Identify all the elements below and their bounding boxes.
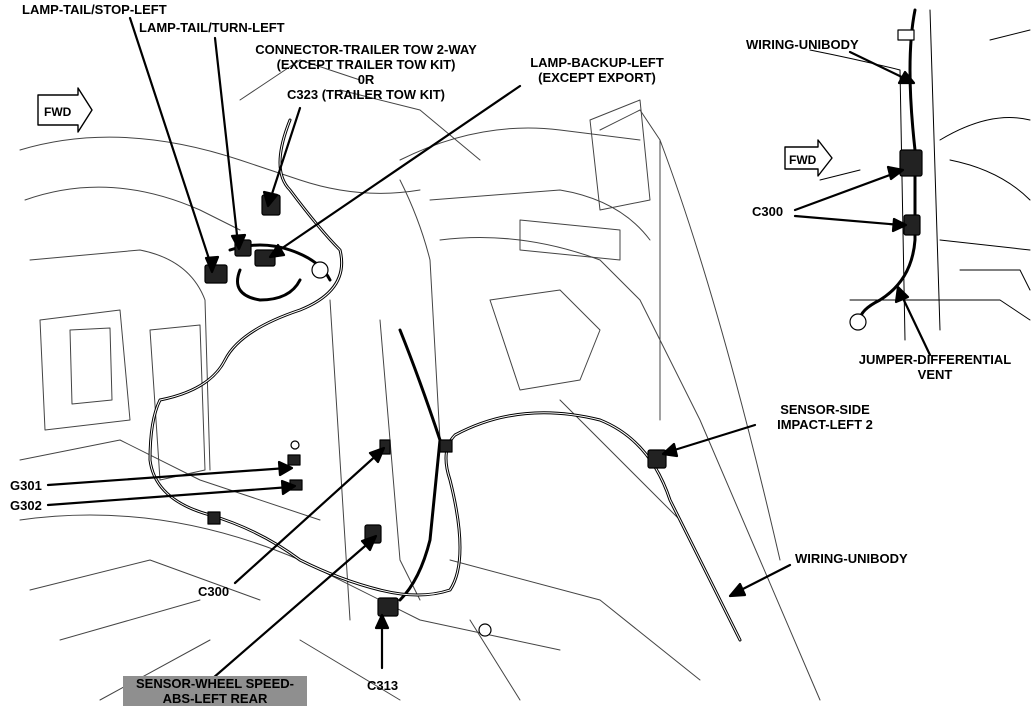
label-connector-trailer-tow: CONNECTOR-TRAILER TOW 2-WAY (EXCEPT TRAI… bbox=[236, 42, 496, 102]
label-line: C323 (TRAILER TOW KIT) bbox=[287, 87, 445, 102]
fwd-arrow-inset bbox=[784, 139, 833, 177]
inset-grommet bbox=[849, 313, 867, 331]
label-sensor-side-impact: SENSOR-SIDE IMPACT-LEFT 2 bbox=[760, 402, 890, 432]
inset-connectors bbox=[897, 29, 923, 236]
connectors-main bbox=[204, 194, 667, 617]
label-wiring-unibody-main: WIRING-UNIBODY bbox=[795, 551, 908, 566]
label-g302: G302 bbox=[10, 498, 42, 513]
label-wiring-unibody-inset: WIRING-UNIBODY bbox=[746, 37, 859, 52]
label-line: 0R bbox=[357, 72, 375, 87]
label-c300-main: C300 bbox=[198, 584, 230, 599]
fwd-label-main: FWD bbox=[44, 105, 72, 119]
label-line: SENSOR-SIDE bbox=[780, 402, 870, 417]
label-g301: G301 bbox=[10, 478, 42, 493]
label-sensor-wheel-speed: SENSOR-WHEEL SPEED- ABS-LEFT REAR bbox=[123, 676, 307, 706]
label-line: ABS-LEFT REAR bbox=[162, 691, 268, 706]
label-line: CONNECTOR-TRAILER TOW 2-WAY bbox=[255, 42, 477, 57]
leader-lines bbox=[46, 16, 932, 687]
fwd-label-inset: FWD bbox=[789, 153, 817, 167]
label-line: LAMP-BACKUP-LEFT bbox=[530, 55, 664, 70]
label-line: IMPACT-LEFT 2 bbox=[777, 417, 873, 432]
label-lamp-backup-left: LAMP-BACKUP-LEFT (EXCEPT EXPORT) bbox=[512, 55, 682, 85]
label-line: (EXCEPT EXPORT) bbox=[538, 70, 656, 85]
label-lamp-tail-turn-left: LAMP-TAIL/TURN-LEFT bbox=[139, 20, 285, 35]
label-line: VENT bbox=[917, 367, 953, 382]
harness-main bbox=[148, 118, 742, 642]
grommets bbox=[290, 261, 492, 637]
label-jumper-differential-vent: JUMPER-DIFFERENTIAL VENT bbox=[840, 352, 1030, 382]
label-line: (EXCEPT TRAILER TOW KIT) bbox=[276, 57, 456, 72]
label-line: SENSOR-WHEEL SPEED- bbox=[136, 676, 294, 691]
label-c300-inset: C300 bbox=[752, 204, 784, 219]
harness-main-outline bbox=[149, 119, 741, 641]
label-line: JUMPER-DIFFERENTIAL bbox=[858, 352, 1012, 367]
label-c313: C313 bbox=[367, 678, 399, 693]
label-lamp-tail-stop-left: LAMP-TAIL/STOP-LEFT bbox=[22, 2, 167, 17]
fwd-arrow-main bbox=[37, 87, 93, 133]
inset-harness bbox=[858, 8, 917, 322]
body-panel-outline bbox=[19, 59, 821, 701]
